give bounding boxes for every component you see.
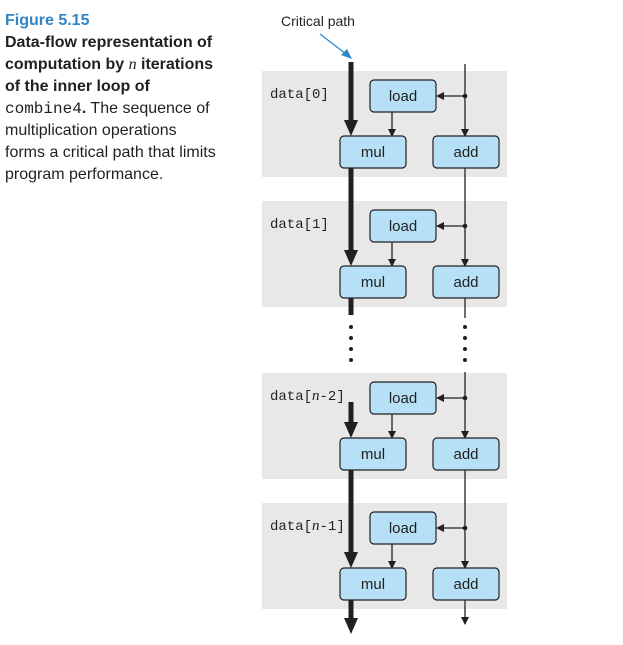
figure-title-part1: Data-flow representation of computation …	[5, 34, 213, 73]
mul-label-1: mul	[361, 274, 385, 291]
mul-label-n-minus-1: mul	[361, 576, 385, 593]
critical-path-label: Critical path	[281, 13, 355, 29]
iteration-n-minus-1: data[n-1] load mul add	[270, 511, 500, 601]
add-box-n-minus-1	[432, 567, 500, 601]
mul-box-1	[339, 265, 407, 299]
load-label-n-minus-1: load	[389, 520, 417, 537]
mul-label-n-minus-2: mul	[361, 446, 385, 463]
load-label-n-minus-2: load	[389, 390, 417, 407]
figure-title-part2: iterations of the inner loop of	[5, 56, 214, 95]
continuation-dots-mul	[349, 325, 353, 362]
load-label-0: load	[389, 88, 417, 105]
figure-title-var: n	[128, 56, 137, 73]
data-label-1: data[1]	[270, 217, 329, 233]
add-label-0: add	[453, 144, 478, 161]
figure-caption: Figure 5.15 Data-flow representation of …	[5, 10, 220, 186]
mul-box-n-minus-1	[339, 567, 407, 601]
add-box-0	[432, 135, 500, 169]
data-label-n-minus-2: data[n-2]	[270, 388, 345, 405]
critical-path-arrows	[344, 62, 358, 634]
add-label-n-minus-2: add	[453, 446, 478, 463]
mul-label-0: mul	[361, 144, 385, 161]
add-box-1	[432, 265, 500, 299]
iteration-1: data[1] load mul add	[270, 209, 500, 299]
iteration-n-minus-2: data[n-2] load mul add	[270, 381, 500, 471]
figure-title: Data-flow representation of computation …	[5, 34, 214, 118]
mul-box-0	[339, 135, 407, 169]
data-label-n-minus-1: data[n-1]	[270, 518, 345, 535]
figure-title-end: .	[81, 100, 87, 117]
load-label-1: load	[389, 218, 417, 235]
iteration-0: data[0] load mul add	[270, 79, 500, 169]
load-box-n-minus-2	[369, 381, 437, 415]
load-box-1	[369, 209, 437, 243]
figure-title-code: combine4	[5, 100, 82, 118]
add-label-n-minus-1: add	[453, 576, 478, 593]
continuation-dots-add	[463, 325, 467, 362]
critical-path-pointer-head	[341, 49, 352, 59]
add-box-n-minus-2	[432, 437, 500, 471]
load-box-n-minus-1	[369, 511, 437, 545]
figure-caption-body: The sequence of multiplication operation…	[5, 100, 216, 183]
figure-label: Figure 5.15	[5, 12, 90, 29]
add-label-1: add	[453, 274, 478, 291]
load-input-arrows	[436, 92, 468, 532]
load-box-0	[369, 79, 437, 113]
mul-box-n-minus-2	[339, 437, 407, 471]
data-label-0: data[0]	[270, 87, 329, 103]
critical-path-pointer	[319, 33, 347, 55]
